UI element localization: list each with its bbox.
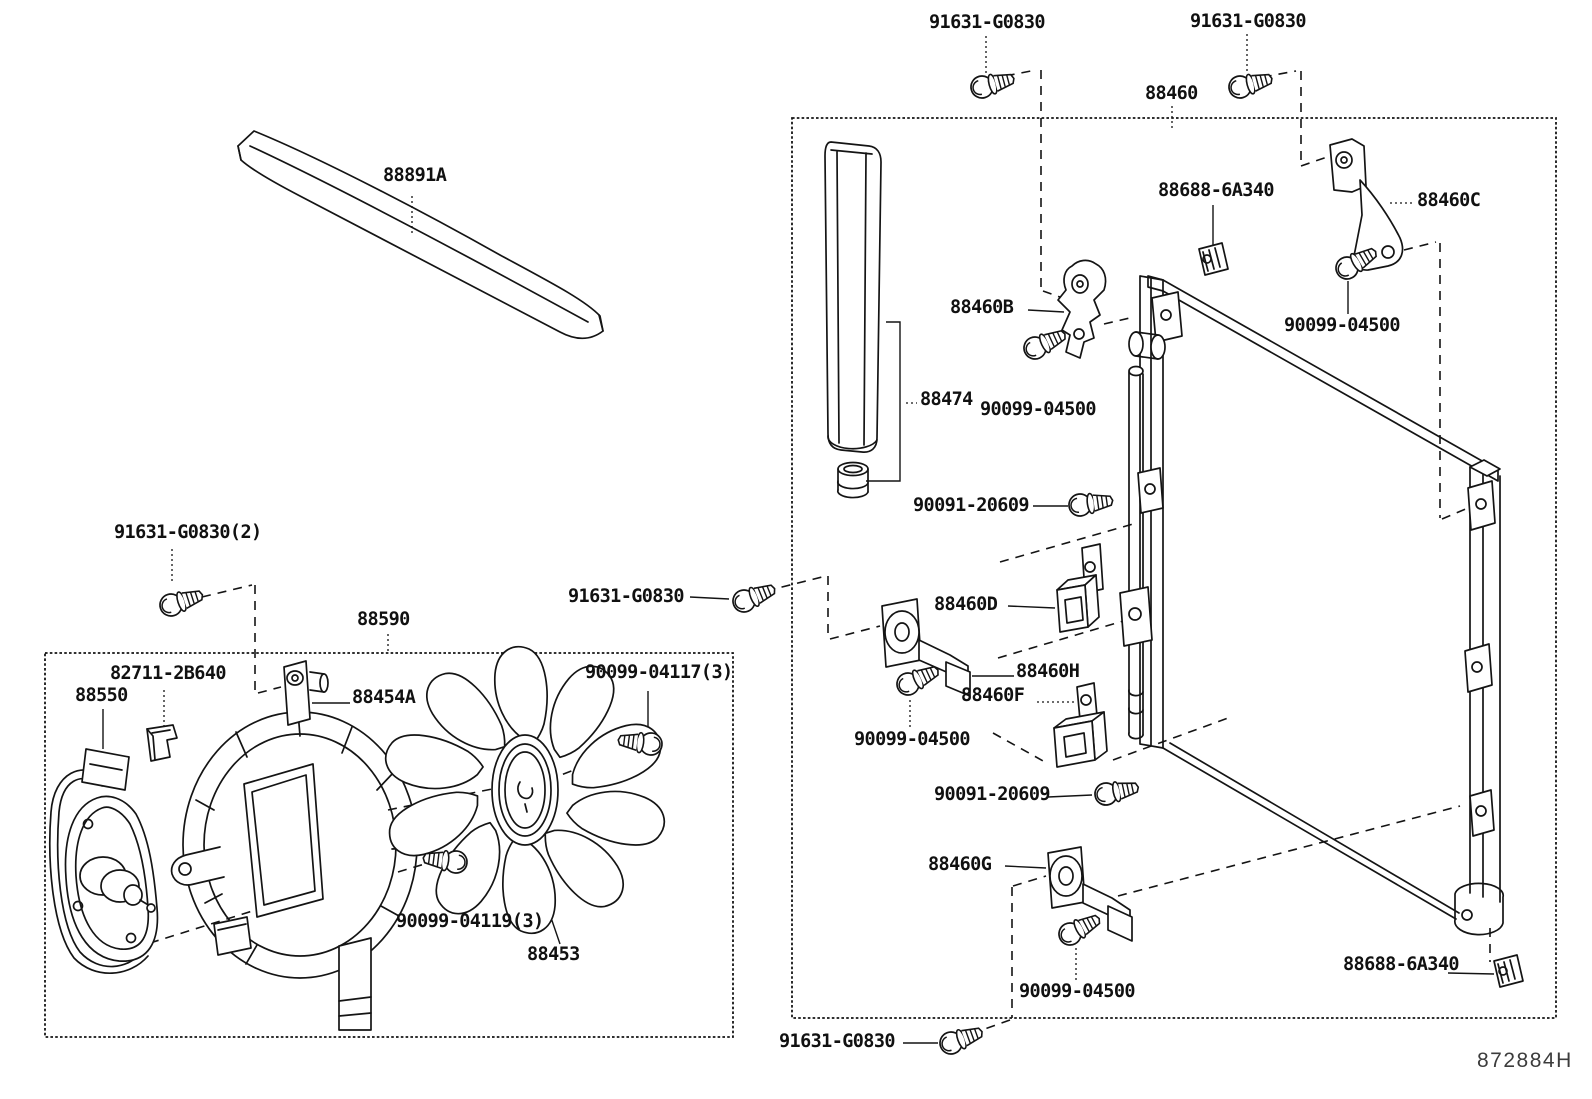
part-label-bracket-f: 88460F xyxy=(961,685,1025,706)
screw-icon xyxy=(1225,66,1276,102)
clip-82711-drawing xyxy=(146,724,178,762)
bracket-88460b-drawing xyxy=(1057,259,1107,359)
bracket-88460f-drawing xyxy=(1053,682,1108,768)
dotted-leader-lines xyxy=(163,34,1414,982)
part-label-bolt-bracket-b: 90099-04500 xyxy=(980,399,1097,420)
bracket-88460h-drawing xyxy=(881,598,971,697)
part-label-screw-top-right: 91631-G0830 xyxy=(1190,11,1307,32)
part-label-clip: 82711-2B640 xyxy=(110,663,227,684)
screw-icons xyxy=(156,66,1382,1058)
part-label-connector: 88550 xyxy=(75,685,128,706)
part-label-screw-top-left: 91631-G0830 xyxy=(929,12,1046,33)
screw-icon xyxy=(156,583,207,620)
part-label-screw-left-x2: 91631-G0830(2) xyxy=(114,522,262,543)
part-label-bracket-h: 88460H xyxy=(1016,661,1080,682)
hold-down-strip-drawing xyxy=(237,130,604,340)
condenser-drawing xyxy=(1119,275,1505,936)
screw-icon xyxy=(1054,907,1106,950)
clamp-88688-upper-drawing xyxy=(1198,242,1229,276)
screw-icon xyxy=(1066,488,1116,519)
part-label-screw-fan-set-2: 90099-04119(3) xyxy=(396,911,544,932)
part-label-bracket-c: 88460C xyxy=(1417,190,1481,211)
part-label-condenser-assembly: 88460 xyxy=(1145,83,1198,104)
part-label-hold-down-strip: 88891A xyxy=(383,165,447,186)
part-label-screw-bottom: 91631-G0830 xyxy=(779,1031,896,1052)
fan-blade-drawing xyxy=(384,646,666,934)
screw-icon xyxy=(1092,775,1142,808)
part-label-fan-blade: 88453 xyxy=(527,944,580,965)
part-label-bolt-upper-right: 90099-04500 xyxy=(1284,315,1401,336)
part-label-receiver-drier: 88474 xyxy=(920,389,973,410)
part-label-fan-shroud-assembly: 88590 xyxy=(357,609,410,630)
screw-icon xyxy=(967,66,1018,102)
screw-icon xyxy=(728,577,780,617)
part-label-bolt-bracket-h: 90099-04500 xyxy=(854,729,971,750)
part-label-clamp-upper: 88688-6A340 xyxy=(1158,180,1275,201)
part-label-bolt-mid-lower: 90091-20609 xyxy=(934,784,1051,805)
assembly-dashed-lines xyxy=(149,69,1491,1037)
part-label-bracket-a: 88454A xyxy=(352,687,416,708)
bracket-88460d-drawing xyxy=(1056,543,1104,633)
bracket-88460c-drawing xyxy=(1329,138,1404,271)
condenser-assembly-box xyxy=(791,117,1557,1019)
receiver-drier-drawing xyxy=(824,141,882,499)
part-label-clamp-lower: 88688-6A340 xyxy=(1343,954,1460,975)
part-label-bracket-b: 88460B xyxy=(950,297,1014,318)
fan-motor-drawing xyxy=(49,748,159,974)
part-label-screw-middle: 91631-G0830 xyxy=(568,586,685,607)
bracket-88460g-drawing xyxy=(1047,846,1133,942)
drawing-number: 872884H xyxy=(1477,1049,1573,1072)
fan-assembly-box xyxy=(44,652,734,1038)
part-label-screw-fan-set-1: 90099-04117(3) xyxy=(585,662,733,683)
part-label-bolt-bracket-g: 90099-04500 xyxy=(1019,981,1136,1002)
part-label-bracket-d: 88460D xyxy=(934,594,998,615)
part-label-bolt-mid-upper: 90091-20609 xyxy=(913,495,1030,516)
screw-icon xyxy=(936,1020,987,1058)
fan-shroud-drawing xyxy=(170,711,418,1031)
part-label-bracket-g: 88460G xyxy=(928,854,992,875)
clamp-88688-lower-drawing xyxy=(1493,954,1524,988)
bracket-88454a-drawing xyxy=(283,660,329,726)
